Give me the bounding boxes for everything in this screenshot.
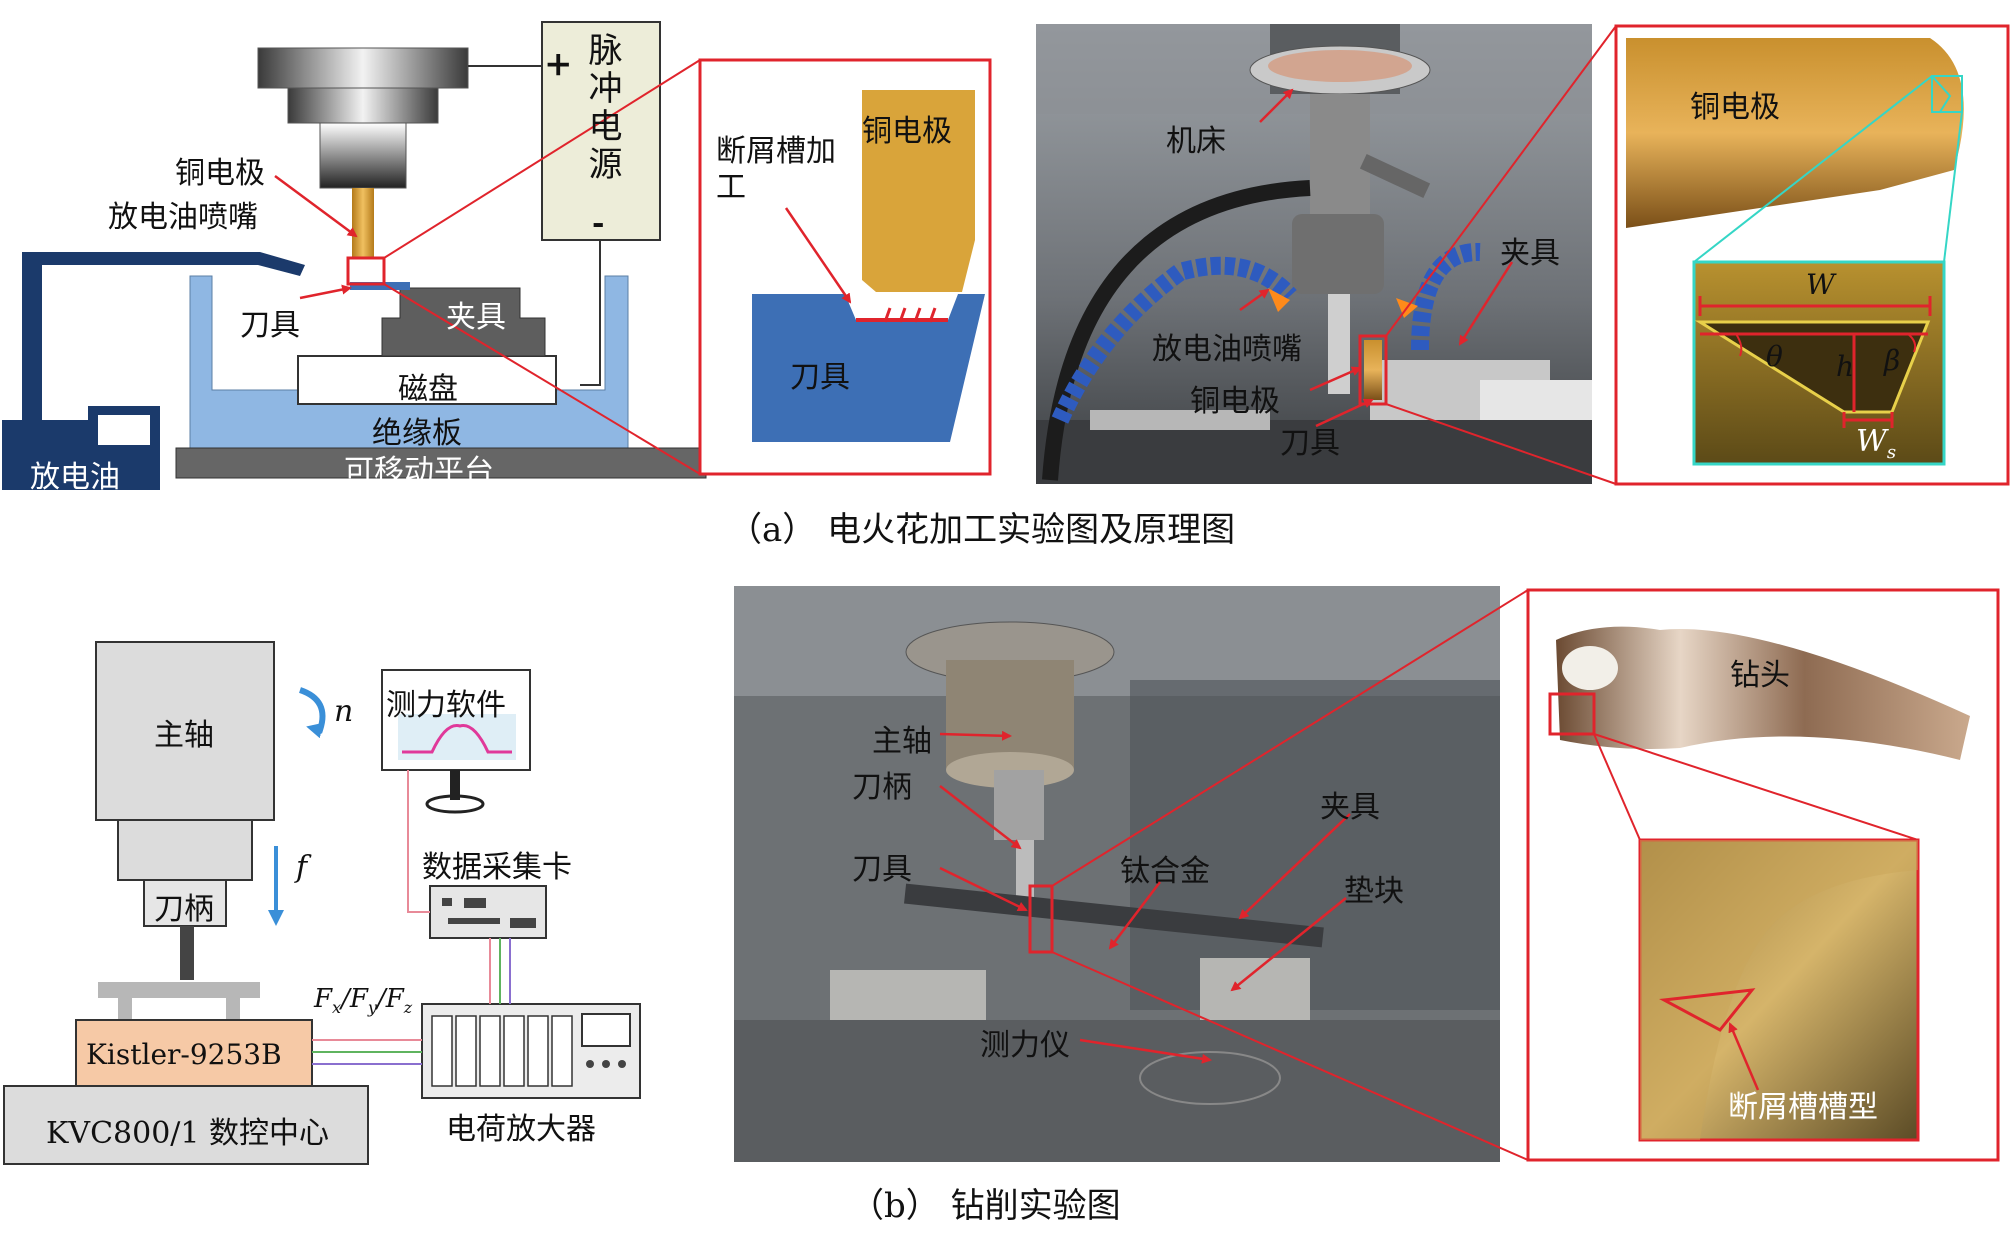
photo-titanium-label: 钛合金: [1120, 854, 1210, 889]
photo-machine-tool-label: 机床: [1166, 124, 1226, 159]
copper-electrode-rod: [352, 188, 374, 258]
micro-ws-label: Ws: [1856, 424, 1897, 463]
micro-w-label: W: [1806, 268, 1835, 301]
photo-tool-label-b: 刀具: [852, 852, 912, 887]
tool-plate: [350, 282, 410, 290]
plus-terminal: +: [544, 44, 573, 84]
insulating-plate-label: 绝缘板: [372, 416, 462, 451]
copper-electrode-label: 铜电极: [175, 156, 265, 191]
micro-theta-label: θ: [1766, 340, 1783, 373]
photo-fixture-label: 夹具: [1500, 236, 1560, 271]
zoom-chipbreaker-label: 断屑槽加工: [716, 134, 836, 205]
photo-tool-label: 刀具: [1280, 426, 1340, 461]
charge-amp-label: 电荷放大器: [446, 1112, 596, 1147]
zoom-copper-electrode: [862, 90, 975, 292]
pulse-power-label: 脉冲电源: [582, 32, 622, 184]
magnetic-disk: [297, 355, 557, 405]
minus-terminal: -: [592, 206, 605, 241]
cnc-center-box: [3, 1085, 369, 1165]
micro-copper-label: 铜电极: [1690, 90, 1780, 125]
kistler-box: [75, 1019, 313, 1087]
micro-h-label: h: [1836, 350, 1855, 383]
daq-card: [429, 885, 547, 939]
micro-copper-electrode: [1626, 38, 1964, 228]
spindle-label: 主轴: [154, 718, 214, 753]
discharge-oil-label: 放电油: [30, 460, 120, 495]
zoom-source-box: [346, 256, 386, 286]
caption-b: （b） 钻削实验图: [850, 1186, 1121, 1226]
drill-zoom-box: [1028, 884, 1054, 954]
zoom-tool-label: 刀具: [790, 360, 850, 395]
machine-head: [257, 47, 469, 258]
groove-shape-label: 断屑槽槽型: [1728, 1090, 1878, 1125]
zoom-copper-label: 铜电极: [862, 114, 952, 149]
magnetic-disk-label: 磁盘: [398, 372, 458, 407]
photo-holder-label: 刀柄: [852, 770, 912, 805]
caption-a: （a） 电火花加工实验图及原理图: [728, 510, 1236, 550]
drill-bit: [1556, 626, 1970, 760]
photo-spacer-label: 垫块: [1344, 874, 1404, 909]
rotation-arrow: [298, 687, 326, 739]
tool-holder-box: [143, 879, 227, 927]
fixture-block: [381, 287, 546, 357]
tool-label: 刀具: [240, 308, 300, 343]
photo-dynamometer-label: 测力仪: [980, 1028, 1070, 1063]
rotation-n-label: n: [334, 694, 354, 729]
feed-f-label: f: [296, 850, 308, 885]
photo-copper-label: 铜电极: [1190, 384, 1280, 419]
oil-nozzle-label: 放电油喷嘴: [108, 200, 258, 235]
drill-bit-label: 钻头: [1730, 658, 1790, 693]
photo-spindle-label: 主轴: [872, 724, 932, 759]
photo-fixture-label-b: 夹具: [1320, 790, 1380, 825]
kistler-label: Kistler-9253B: [86, 1038, 282, 1071]
daq-label: 数据采集卡: [422, 850, 572, 885]
photo-oil-nozzle-label: 放电油喷嘴: [1152, 332, 1302, 367]
cnc-center-label: KVC800/1 数控中心: [46, 1116, 330, 1151]
tool-holder-label: 刀柄: [154, 892, 214, 927]
micro-beta-label: β: [1884, 344, 1901, 377]
pulse-power-box: [541, 21, 661, 241]
spindle-box: [95, 641, 275, 821]
zoom-tool: [752, 294, 985, 442]
movable-platform: [175, 447, 707, 479]
force-components-label: Fx/Fy/Fz: [314, 984, 413, 1018]
force-software-label: 测力软件: [386, 688, 506, 723]
fixture-label: 夹具: [446, 300, 506, 335]
movable-platform-label: 可移动平台: [344, 454, 494, 489]
